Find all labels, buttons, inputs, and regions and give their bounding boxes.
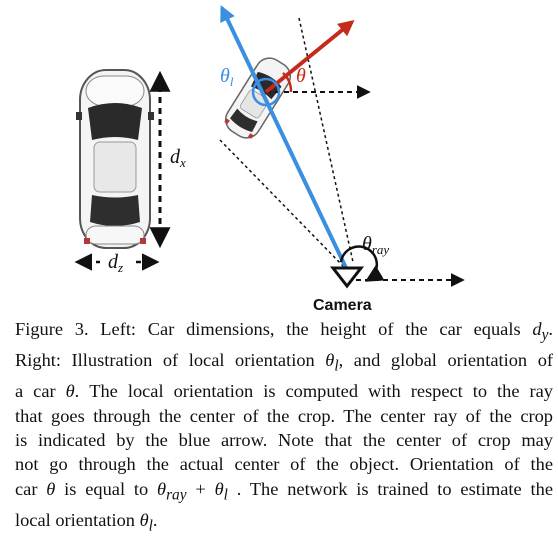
theta-l-arc bbox=[251, 77, 281, 107]
theta-ray-arc bbox=[339, 245, 385, 282]
dashed-ray-left bbox=[219, 139, 346, 269]
caption-line-3: a car θ. The local orientation is comput… bbox=[15, 381, 554, 402]
figure-illustration: dx dz θl θ θray Camera bbox=[74, 5, 465, 314]
car-top-view-left bbox=[76, 69, 154, 249]
camera-label: Camera bbox=[313, 297, 372, 314]
caption-line-5: is indicated by the blue arrow. Note tha… bbox=[15, 429, 553, 450]
figure-caption: Figure 3. Left: Car dimensions, the heig… bbox=[15, 317, 553, 539]
car-top-view-right bbox=[224, 57, 291, 139]
caption-line-2: Right: Illustration of local orientation… bbox=[15, 350, 554, 375]
caption-line-6: not go through the actual center of the … bbox=[15, 454, 553, 475]
heading-red-arrow bbox=[264, 19, 355, 94]
caption-line-4: that goes through the center of the crop… bbox=[15, 405, 553, 426]
camera-icon bbox=[329, 266, 365, 289]
center-ray-blue-arrow bbox=[220, 5, 349, 271]
caption-line-7: car θ is equal to θray + θl . The networ… bbox=[15, 478, 553, 504]
theta-arc bbox=[282, 72, 293, 93]
dx-label: dx bbox=[170, 146, 186, 170]
theta-l-label: θl bbox=[220, 65, 234, 89]
theta-ray-label: θray bbox=[362, 233, 389, 257]
caption-line-8: local orientation θl. bbox=[15, 509, 158, 535]
caption-line-1: Figure 3. Left: Car dimensions, the heig… bbox=[15, 319, 553, 344]
theta-label: θ bbox=[296, 65, 306, 87]
dz-label: dz bbox=[108, 251, 123, 275]
